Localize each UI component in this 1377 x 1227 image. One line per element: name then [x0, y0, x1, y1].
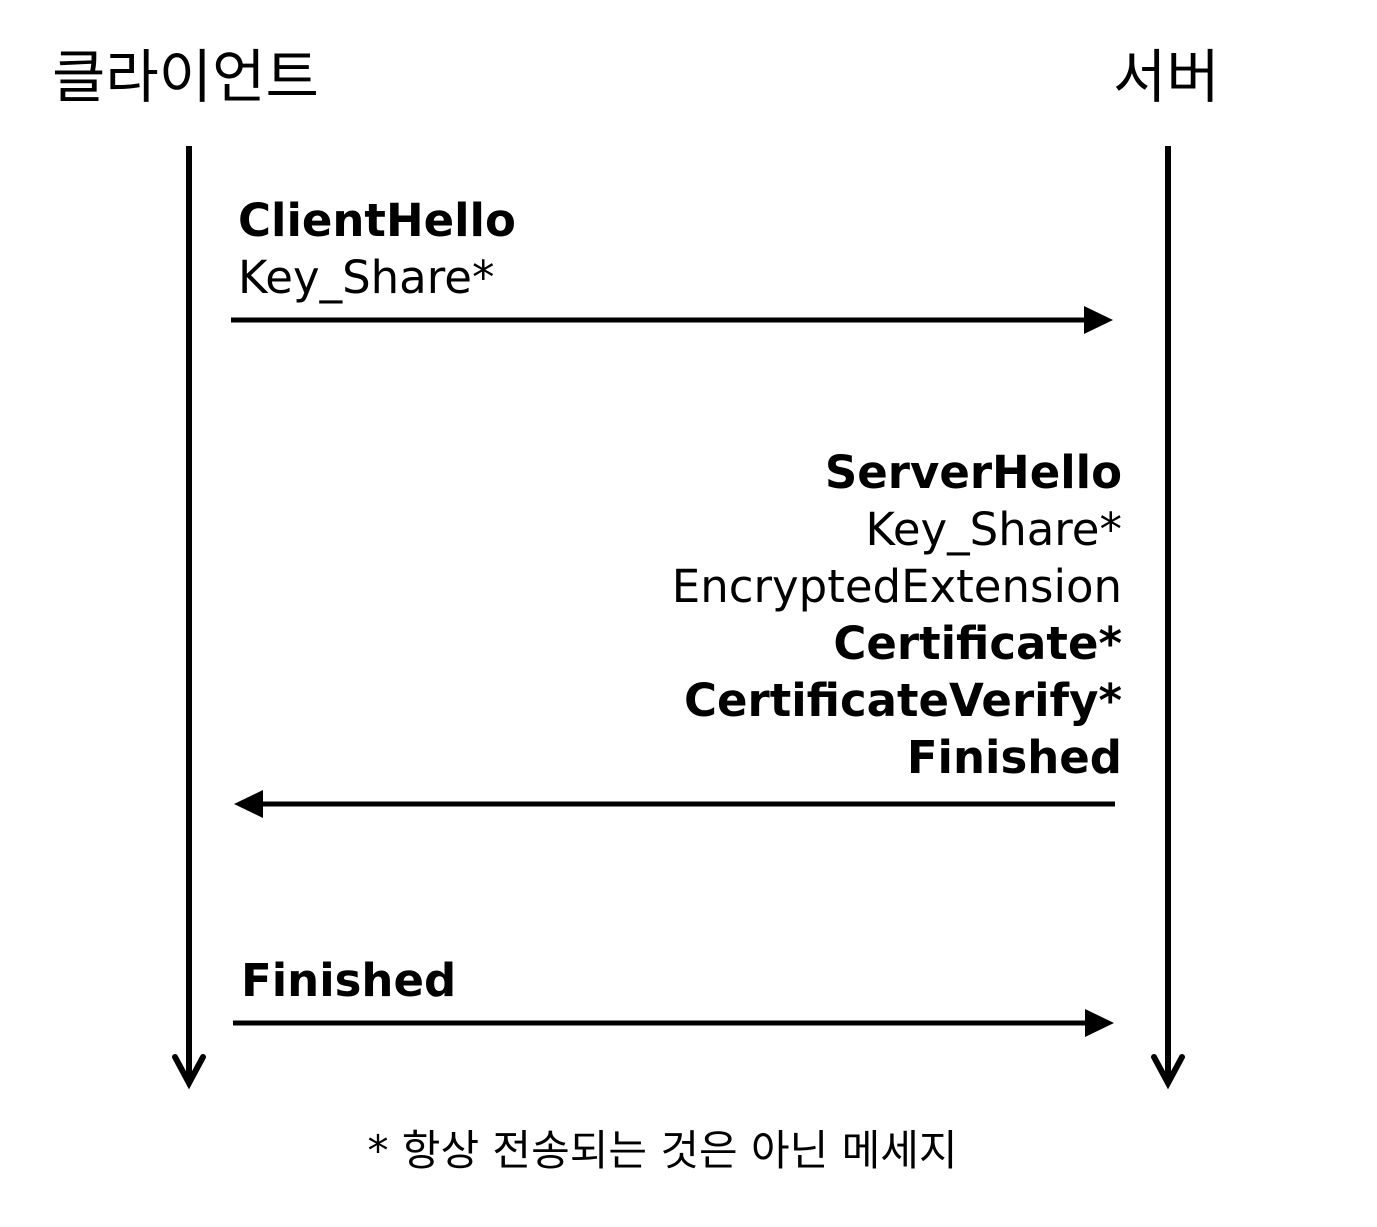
message-line: Key_Share* — [865, 503, 1122, 556]
client-hello-arrowhead — [1084, 306, 1113, 334]
message-line: CertificateVerify* — [683, 674, 1122, 727]
message-line: ClientHello — [238, 194, 516, 247]
server-lane-title: 서버 — [1113, 43, 1220, 111]
footnote: * 항상 전송되는 것은 아닌 메세지 — [0, 1126, 1377, 1176]
message-line: Finished — [241, 954, 457, 1007]
client-hello-message: ClientHello Key_Share* — [238, 192, 516, 306]
message-line: Certificate* — [833, 617, 1122, 670]
message-line: ServerHello — [824, 446, 1122, 499]
client-lane-title: 클라이언트 — [52, 43, 319, 111]
server-lifeline-arrowhead — [1151, 1054, 1185, 1090]
message-line: EncryptedExtension — [671, 560, 1122, 613]
message-line: Key_Share* — [238, 251, 495, 304]
client-finished-message: Finished — [241, 952, 456, 1009]
client-finished-arrowhead — [1085, 1009, 1114, 1037]
server-hello-arrowhead — [234, 790, 263, 818]
message-line: Finished — [906, 731, 1122, 784]
server-hello-message: ServerHello Key_Share* EncryptedExtensio… — [672, 444, 1122, 786]
client-lifeline-arrowhead — [172, 1054, 206, 1090]
footnote-text: * 항상 전송되는 것은 아닌 메세지 — [367, 1126, 958, 1175]
